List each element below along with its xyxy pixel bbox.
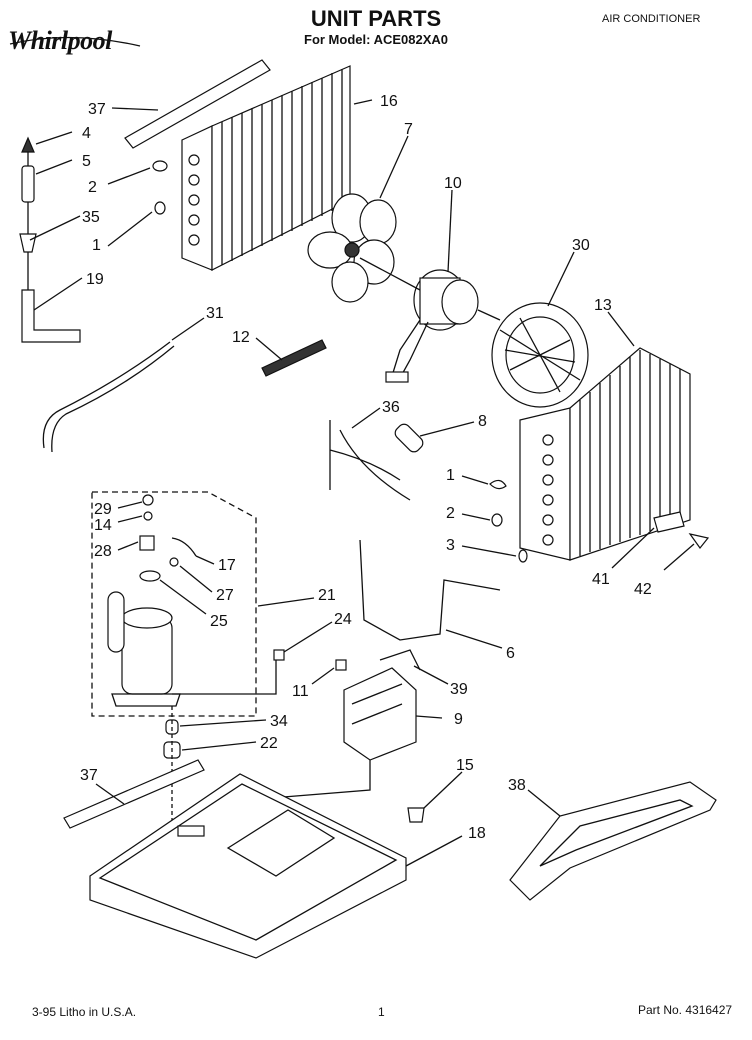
part-18-base-pan (89, 773, 407, 959)
part-28-grommet (139, 535, 155, 551)
callout-24: 24 (334, 611, 352, 628)
callout-29: 29 (94, 501, 112, 518)
callout-11: 11 (292, 683, 309, 700)
part-39-wire (379, 649, 421, 671)
callout-27: 27 (216, 587, 234, 604)
callout-labels: 37 4 5 2 35 1 19 16 7 10 30 13 31 12 36 … (80, 93, 652, 842)
part-5-drier (21, 165, 35, 203)
part-number: Part No. 4316427 (638, 1003, 733, 1017)
callout-37: 37 (88, 101, 106, 118)
callout-18: 18 (468, 825, 486, 842)
callout-14: 14 (94, 517, 112, 534)
callout-25: 25 (210, 613, 228, 630)
part-8-capacitor (394, 423, 424, 453)
part-13-evaporator-coil (519, 347, 691, 561)
callout-15: 15 (456, 757, 474, 774)
callout-30: 30 (572, 237, 590, 254)
part-36-rod (329, 420, 411, 501)
part-19-tube (21, 289, 81, 343)
logo-swoosh (9, 36, 141, 47)
callout-4: 4 (82, 125, 91, 142)
part-3-clip (518, 549, 528, 563)
callout-9: 9 (454, 711, 463, 728)
product-category: AIR CONDITIONER (602, 13, 701, 25)
callout-22: 22 (260, 735, 278, 752)
part-29-nut (142, 494, 154, 506)
callout-10: 10 (444, 175, 462, 192)
part-6-tube (359, 539, 501, 641)
part-37-foam-strip-bottom (63, 759, 205, 829)
callout-3: 3 (446, 537, 455, 554)
part-27-nut (169, 557, 179, 567)
part-38-drain-pan (509, 781, 717, 901)
callout-12: 12 (232, 329, 250, 346)
callout-7: 7 (404, 121, 413, 138)
part-42-clip (688, 533, 710, 549)
footer-print-info: 3-95 Litho in U.S.A. (32, 1005, 137, 1019)
callout-5: 5 (82, 153, 91, 170)
callout-6: 6 (506, 645, 515, 662)
callout-1b: 1 (446, 467, 455, 484)
page-title: UNIT PARTS (310, 6, 442, 31)
part-37-foam-strip (124, 59, 271, 149)
callout-28: 28 (94, 543, 112, 560)
callout-42: 42 (634, 581, 652, 598)
part-2-clip-evap (491, 513, 503, 527)
part-11-nut (335, 659, 347, 671)
callout-2b: 2 (446, 505, 455, 522)
callout-37b: 37 (80, 767, 98, 784)
callout-21: 21 (318, 587, 336, 604)
callout-1: 1 (92, 237, 101, 254)
callout-31: 31 (206, 305, 224, 322)
callout-13: 13 (594, 297, 612, 314)
part-1-clip (154, 201, 166, 215)
callout-19: 19 (86, 271, 104, 288)
part-12-cable-tie (261, 339, 327, 377)
part-7-fan-blade (307, 193, 397, 303)
callout-41: 41 (592, 571, 610, 588)
part-1-clip-evap (489, 479, 507, 490)
page-number: 1 (378, 1005, 385, 1019)
callout-39: 39 (450, 681, 468, 698)
part-16-condenser-coil (181, 65, 351, 271)
part-24-grommet (273, 649, 285, 661)
callout-36: 36 (382, 399, 400, 416)
callout-16: 16 (380, 93, 398, 110)
callout-2: 2 (88, 179, 97, 196)
part-31-wire-harness (42, 341, 171, 449)
part-35-valve (19, 233, 37, 253)
callout-35: 35 (82, 209, 100, 226)
callout-38: 38 (508, 777, 526, 794)
part-15-plug (407, 807, 425, 823)
part-17-wire (171, 537, 197, 557)
callout-8: 8 (478, 413, 487, 430)
callout-34: 34 (270, 713, 288, 730)
part-25-terminal (139, 570, 161, 582)
part-4-cap (21, 136, 35, 153)
model-subtitle: For Model: ACE082XA0 (304, 32, 448, 47)
callout-17: 17 (218, 557, 236, 574)
part-14-washer (143, 511, 153, 521)
part-9-bracket (343, 667, 417, 761)
part-2-clip (152, 160, 168, 172)
part-41-bracket (653, 511, 685, 533)
part-30-blower-wheel (491, 302, 589, 408)
part-10-motor (359, 257, 501, 383)
compressor-assembly (107, 494, 197, 707)
callout-leaders (29, 99, 695, 867)
compressor-link-line (172, 660, 277, 695)
